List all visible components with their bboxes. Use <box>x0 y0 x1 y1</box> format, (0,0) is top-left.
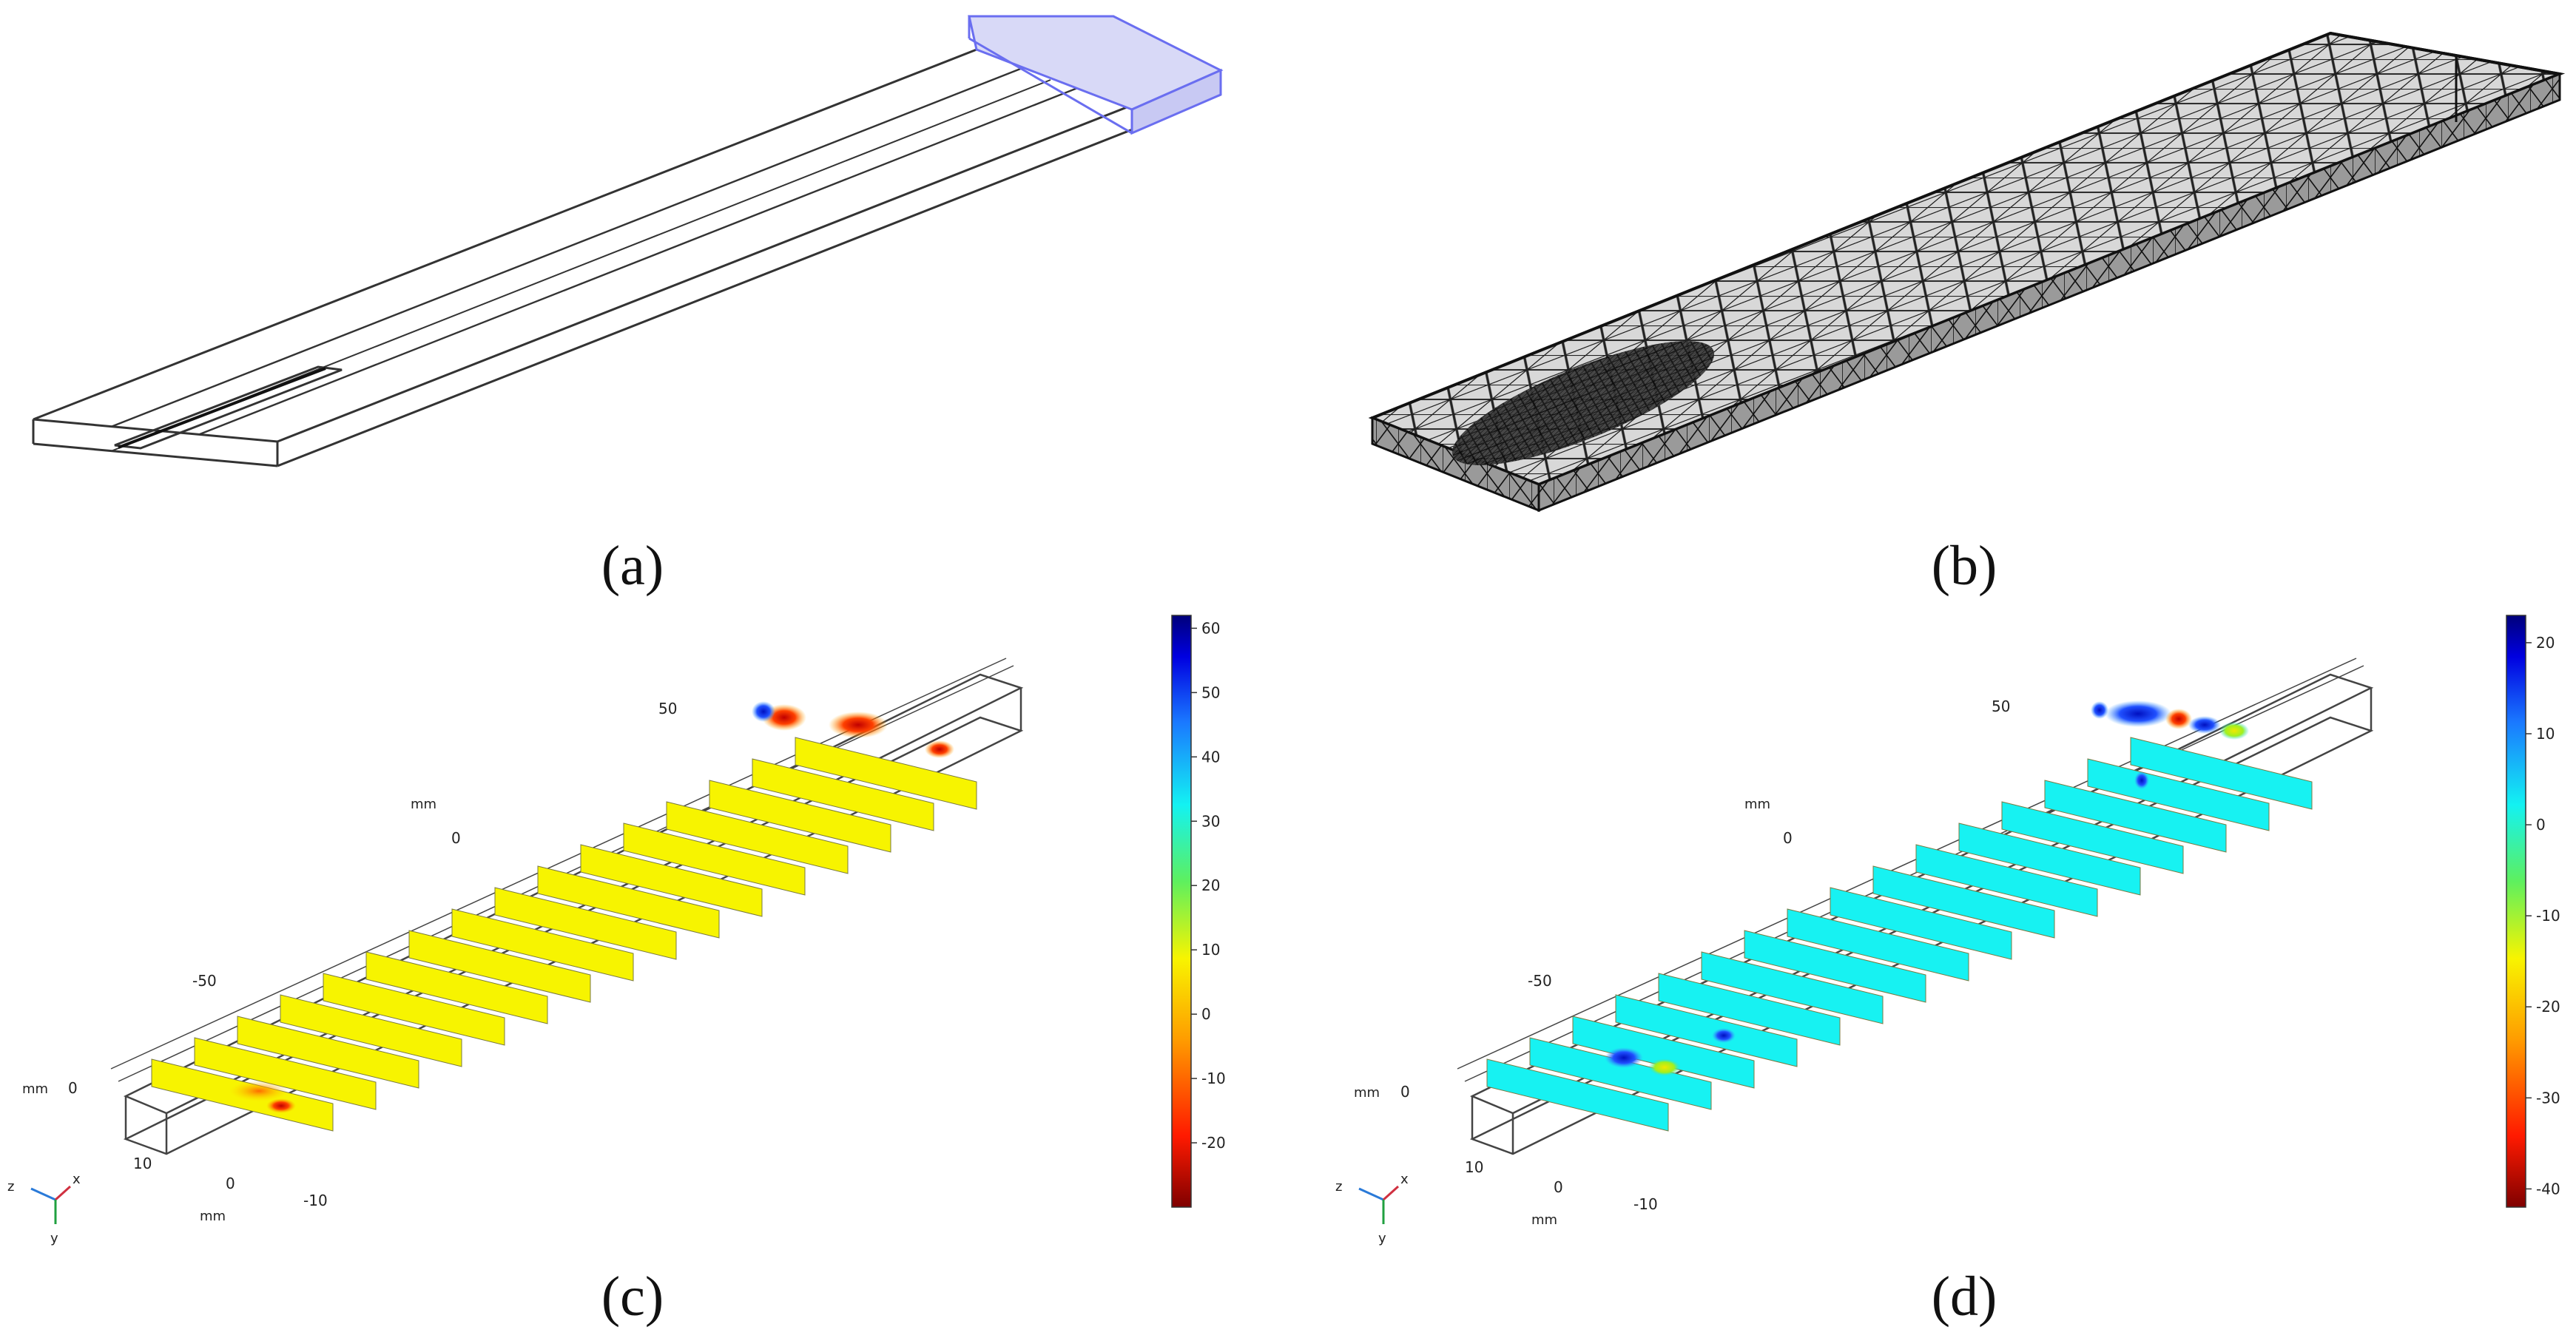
field-hotspots-d <box>1605 700 2249 1076</box>
axis-unit-d-bottom: mm <box>1531 1212 1557 1228</box>
colorbar-tick-label: 10 <box>2536 725 2555 743</box>
slice-plane <box>795 737 977 810</box>
tick-long-d-1: 0 <box>1783 829 1793 847</box>
triad-x-c: x <box>73 1172 81 1187</box>
slice-plane <box>1572 1016 1755 1089</box>
slice-plane <box>1915 844 2098 917</box>
axis-unit-c-bottom: mm <box>200 1209 226 1224</box>
panel-a: (a) <box>32 15 1224 597</box>
triad-z-d: z <box>1335 1179 1342 1195</box>
slice-plane <box>623 822 806 896</box>
colorbar-d: 20 10 0 -10 -20 -30 -40 <box>2506 615 2560 1208</box>
slices-c <box>151 737 977 1132</box>
mesh-body <box>1368 31 2566 513</box>
slice-plane <box>2044 780 2227 853</box>
slice-plane <box>1701 951 1884 1024</box>
slice-plane <box>323 973 505 1046</box>
panel-c: 50 mm 0 -50 mm 0 10 0 -10 mm z x y 60 50 4… <box>7 615 1226 1328</box>
tick-z-c-1: 0 <box>226 1175 235 1192</box>
geometry-wireframe <box>32 48 1222 467</box>
slice-plane <box>1787 908 1969 982</box>
axis-labels-d: 50 mm 0 -50 mm 0 10 0 -10 mm <box>1354 697 2010 1228</box>
slice-plane <box>280 994 462 1067</box>
slice-plane <box>1872 865 2055 939</box>
colorbar-tick-label: -40 <box>2536 1180 2560 1198</box>
caption-b: (b) <box>1932 535 1997 597</box>
colorbar-tick-label: 50 <box>1201 683 1220 701</box>
tick-z-c-0: 10 <box>133 1155 152 1172</box>
colorbar-tick-label: -10 <box>2536 907 2560 925</box>
slice-plane <box>1615 994 1798 1067</box>
tick-long-c-2: -50 <box>192 972 217 990</box>
triad-z-c: z <box>7 1179 14 1195</box>
tick-z-c-2: -10 <box>303 1192 328 1209</box>
slice-plane <box>2001 801 2184 874</box>
colorbar-tick-label: 10 <box>1201 941 1220 959</box>
caption-c: (c) <box>601 1266 664 1328</box>
slices-d <box>1486 737 2313 1132</box>
colorbar-tick-label: 0 <box>1201 1005 1211 1023</box>
colorbar-tick-label: -20 <box>1201 1134 1226 1152</box>
colorbar-tick-label: -10 <box>1201 1070 1226 1087</box>
slice-plane <box>494 887 677 960</box>
tick-vertical-d: 0 <box>1400 1083 1410 1101</box>
slice-plane <box>451 908 634 982</box>
tick-long-c-1: 0 <box>451 829 461 847</box>
slice-plane <box>537 865 720 939</box>
slice-plane <box>1744 930 1926 1003</box>
caption-a: (a) <box>601 535 664 597</box>
colorbar-tick-label: 40 <box>1201 748 1220 766</box>
colorbar-tick-label: 60 <box>1201 619 1220 637</box>
panel-b: (b) <box>1368 31 2566 597</box>
tick-long-c-0: 50 <box>658 700 677 717</box>
highlighted-domain <box>968 15 1224 135</box>
axis-unit-c-top: mm <box>411 797 436 812</box>
refined-mesh-region <box>1451 341 1715 465</box>
slice-plane <box>365 951 548 1024</box>
slice-plane <box>2130 737 2313 810</box>
caption-d: (d) <box>1932 1266 1997 1328</box>
triad-c: z x y <box>7 1172 81 1246</box>
slice-plane <box>709 780 891 853</box>
colorbar-tick-label: 20 <box>2536 634 2555 652</box>
tick-long-d-0: 50 <box>1992 697 2010 715</box>
slice-plane <box>1658 973 1841 1046</box>
tick-z-d-1: 0 <box>1554 1178 1563 1196</box>
slice-plane <box>580 844 763 917</box>
axis-unit-c-left: mm <box>22 1081 48 1097</box>
colorbar-tick-label: -30 <box>2536 1089 2560 1107</box>
triad-y-c: y <box>50 1231 58 1246</box>
slice-plane <box>194 1037 377 1110</box>
colorbar-tick-label: 20 <box>1201 876 1220 894</box>
colorbar-c: 60 50 40 30 20 10 0 -10 -20 <box>1171 615 1226 1208</box>
slice-plane <box>752 758 934 831</box>
tick-z-d-2: -10 <box>1633 1195 1658 1213</box>
slice-plane <box>1830 887 2012 960</box>
field-hotspots-c <box>229 701 954 1113</box>
colorbar-tick-label: 0 <box>2536 816 2546 834</box>
slice-plane <box>666 801 849 874</box>
slice-plane <box>408 930 591 1003</box>
triad-d: z x y <box>1335 1172 1409 1246</box>
panel-d: 50 mm 0 -50 mm 0 10 0 -10 mm z x y 20 10 0… <box>1335 615 2560 1328</box>
axis-unit-d-left: mm <box>1354 1085 1380 1101</box>
tick-long-d-2: -50 <box>1528 972 1552 990</box>
slice-plane <box>2087 758 2270 831</box>
slice-plane <box>1958 822 2141 896</box>
colorbar-tick-label: -20 <box>2536 998 2560 1016</box>
slice-plane <box>237 1016 419 1089</box>
colorbar-tick-label: 30 <box>1201 812 1220 830</box>
triad-y-d: y <box>1378 1231 1386 1246</box>
tick-vertical-c: 0 <box>68 1079 78 1097</box>
triad-x-d: x <box>1400 1172 1409 1187</box>
slice-plane <box>1486 1058 1669 1132</box>
tick-z-d-0: 10 <box>1465 1158 1483 1176</box>
axis-labels-c: 50 mm 0 -50 mm 0 10 0 -10 mm <box>22 700 677 1224</box>
axis-unit-d-top: mm <box>1744 797 1770 812</box>
